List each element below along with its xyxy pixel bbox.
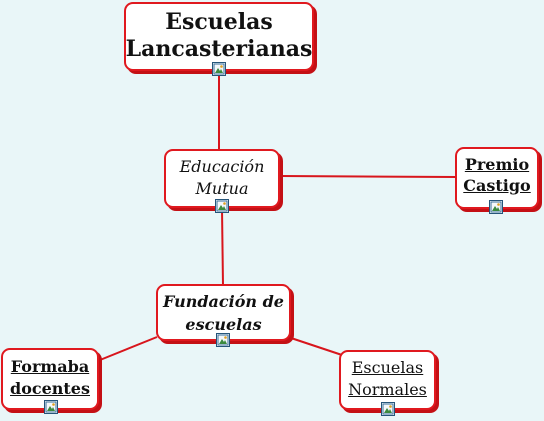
node-label-line: Escuelas xyxy=(165,9,273,35)
node-label-line: Normales xyxy=(348,380,427,399)
connector-mutua-premio xyxy=(279,175,458,178)
node-label-line: Educación xyxy=(179,157,265,176)
node-educacion-mutua[interactable]: Educación Mutua xyxy=(164,149,280,208)
node-label-line: Mutua xyxy=(195,179,249,198)
node-label-line: Castigo xyxy=(463,176,531,195)
node-label-line: Fundación de xyxy=(163,292,284,311)
node-label-line: docentes xyxy=(10,379,90,398)
node-label-line: Escuelas xyxy=(351,358,424,377)
connector-fundacion-formaba xyxy=(99,336,158,361)
image-placeholder-icon[interactable] xyxy=(215,199,229,213)
node-escuelas-normales[interactable]: Escuelas Normales xyxy=(339,350,436,410)
node-escuelas-lancasterianas[interactable]: Escuelas Lancasterianas xyxy=(124,2,314,71)
image-placeholder-icon[interactable] xyxy=(489,200,503,214)
node-fundacion-de-escuelas[interactable]: Fundación de escuelas xyxy=(156,284,291,341)
node-formaba-docentes[interactable]: Formaba docentes xyxy=(1,348,99,410)
node-label-line: escuelas xyxy=(185,315,262,334)
connector-fundacion-normales xyxy=(290,337,343,356)
connector-mutua-fundacion xyxy=(221,208,224,287)
image-placeholder-icon[interactable] xyxy=(381,402,395,416)
image-placeholder-icon[interactable] xyxy=(212,62,226,76)
node-label-line: Lancasterianas xyxy=(125,36,313,62)
image-placeholder-icon[interactable] xyxy=(216,333,230,347)
image-placeholder-icon[interactable] xyxy=(44,400,58,414)
node-label-line: Formaba xyxy=(10,357,90,376)
node-label-line: Premio xyxy=(464,155,530,174)
